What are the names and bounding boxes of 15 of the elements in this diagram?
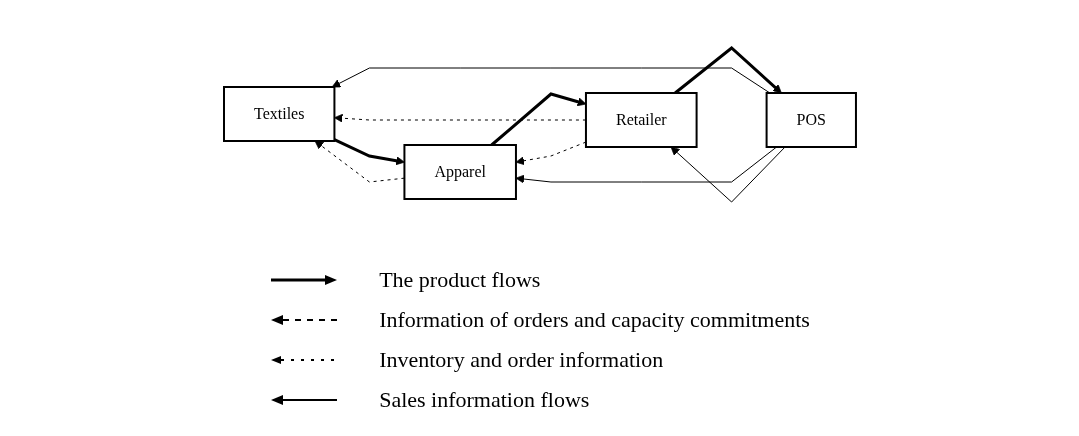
node-box: Textiles (222, 86, 335, 142)
node-box: POS (765, 92, 857, 148)
arrow (333, 113, 586, 123)
arrow (314, 140, 405, 183)
legend-text: Sales information flows (379, 387, 590, 413)
legend-text: Inventory and order information (379, 347, 664, 373)
node-box: Apparel (402, 144, 517, 200)
arrow (515, 146, 777, 184)
arrow (670, 146, 786, 203)
legend-text: Information of orders and capacity commitments (379, 307, 810, 333)
arrow (673, 46, 782, 95)
node-box: Retailer (584, 92, 698, 148)
arrow (490, 92, 586, 147)
arrow (331, 67, 770, 94)
legend-text: The product flows (379, 267, 541, 293)
